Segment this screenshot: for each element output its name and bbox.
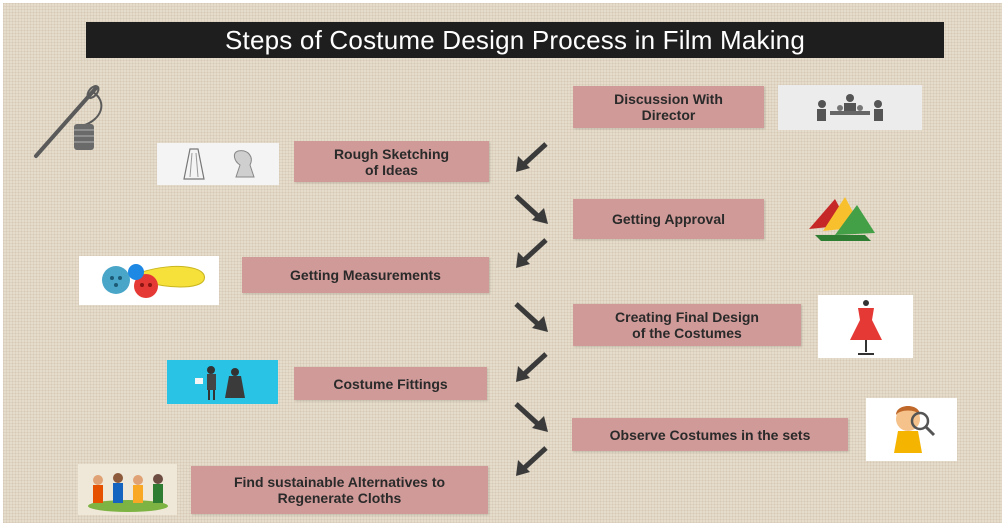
sketch-icon — [157, 143, 279, 185]
buttons-tape-icon — [79, 256, 219, 305]
meeting-icon — [778, 85, 922, 130]
magnifier-girl-icon — [866, 398, 957, 461]
diagram-title: Steps of Costume Design Process in Film … — [86, 22, 944, 58]
step-observe-box: Observe Costumes in the sets — [572, 418, 848, 451]
arrow-down-right-3 — [514, 402, 548, 432]
arrow-down-left-3 — [516, 352, 548, 382]
step-sketching-box: Rough Sketching of Ideas — [294, 141, 489, 182]
people-icon — [78, 464, 177, 515]
needle-thread-icon — [34, 85, 103, 158]
step-measurements-box: Getting Measurements — [242, 257, 489, 293]
fitting-icon — [167, 360, 278, 404]
step-fittings-box: Costume Fittings — [294, 367, 487, 400]
step-approval-box: Getting Approval — [573, 199, 764, 239]
arrow-down-left-2 — [516, 238, 548, 268]
arrow-down-right-1 — [514, 194, 548, 224]
fabric-rolls-icon — [804, 191, 878, 243]
dress-form-icon — [818, 295, 913, 358]
arrow-down-left-1 — [516, 142, 548, 172]
step-final-design-box: Creating Final Design of the Costumes — [573, 304, 801, 346]
step-sustainable-box: Find sustainable Alternatives to Regener… — [191, 466, 488, 514]
arrow-down-right-2 — [514, 302, 548, 332]
arrow-down-left-4 — [516, 446, 548, 476]
step-discussion-box: Discussion With Director — [573, 86, 764, 128]
